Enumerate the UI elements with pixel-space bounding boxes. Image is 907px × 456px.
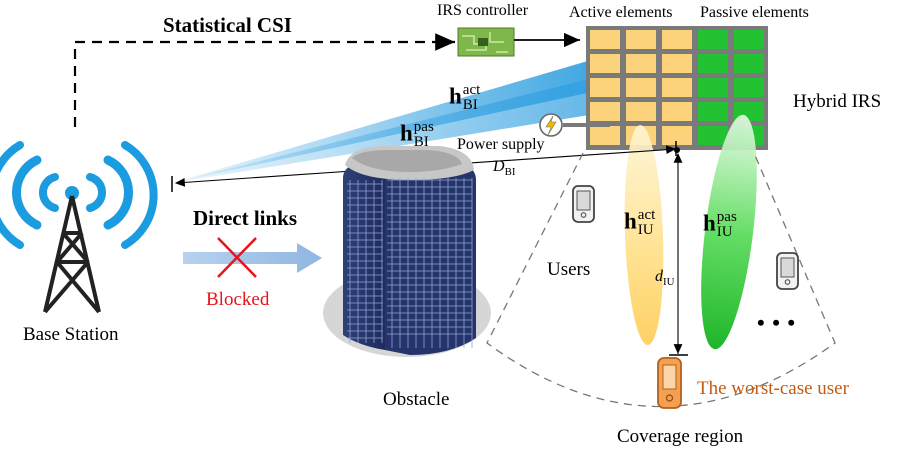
beam-iu-pas	[701, 114, 757, 350]
user-phone-icon	[776, 252, 799, 290]
active-element	[662, 126, 692, 145]
active-element	[662, 78, 692, 97]
passive-element	[734, 30, 764, 49]
base-station-label: Base Station	[23, 324, 119, 345]
active-element	[590, 54, 620, 73]
coverage-region-label: Coverage region	[617, 426, 744, 447]
direct-link-arrow	[183, 243, 322, 273]
active-element	[590, 78, 620, 97]
active-element	[626, 30, 656, 49]
users-label: Users	[547, 259, 591, 280]
direct-links-label: Direct links	[193, 206, 298, 230]
passive-element	[698, 126, 728, 145]
d-iu-label: dIU	[655, 268, 675, 289]
active-elements-label: Active elements	[569, 4, 673, 21]
d-bi-label: DBI	[493, 158, 516, 179]
obstacle-building	[323, 146, 491, 357]
more-users-ellipsis: • • •	[757, 310, 797, 335]
power-supply-label: Power supply	[457, 136, 545, 153]
blocked-cross-icon	[217, 237, 257, 278]
passive-element	[698, 54, 728, 73]
coverage-region-boundary	[486, 152, 836, 408]
active-element	[662, 54, 692, 73]
active-element	[590, 102, 620, 121]
irs-controller-label: IRS controller	[437, 2, 529, 19]
csi-feedback-path	[73, 33, 455, 127]
worst-case-user-label: The worst-case user	[697, 378, 849, 399]
passive-element	[698, 78, 728, 97]
statistical-csi-label: Statistical CSI	[163, 13, 292, 37]
passive-elements-label: Passive elements	[700, 4, 809, 21]
passive-element	[698, 30, 728, 49]
active-element	[626, 78, 656, 97]
base-station-icon	[0, 141, 158, 249]
obstacle-label: Obstacle	[383, 389, 450, 410]
active-element	[662, 30, 692, 49]
passive-element	[734, 54, 764, 73]
passive-element	[698, 102, 728, 121]
irs-controller-icon	[457, 27, 515, 57]
active-element	[626, 54, 656, 73]
active-element	[662, 102, 692, 121]
active-element	[626, 102, 656, 121]
worst-case-user-phone-icon	[657, 357, 682, 409]
tower-icon	[43, 195, 101, 314]
active-element	[590, 126, 620, 145]
blocked-label: Blocked	[206, 289, 270, 310]
hybrid-irs-label: Hybrid IRS	[793, 91, 882, 112]
active-element	[590, 30, 620, 49]
power-supply-icon	[539, 113, 563, 137]
user-phone-icon	[572, 185, 595, 223]
passive-element	[734, 78, 764, 97]
